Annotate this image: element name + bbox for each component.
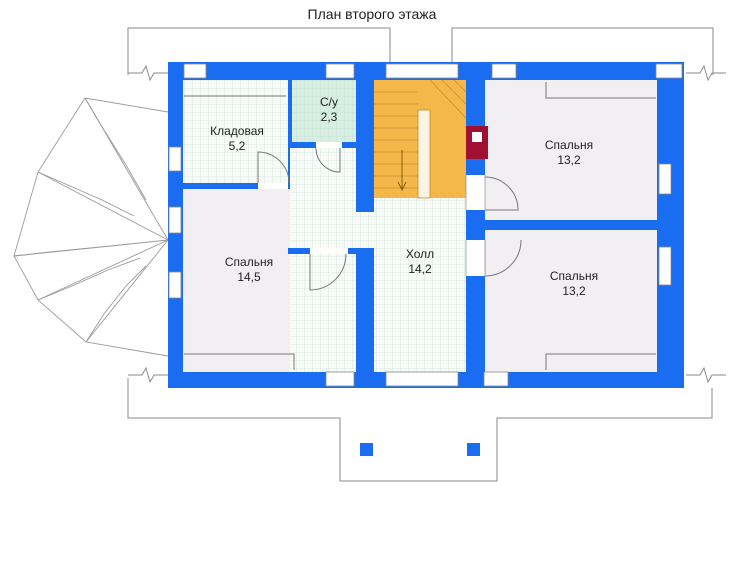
room-bedroom-top-right bbox=[485, 80, 657, 220]
room-storage-area: 5,2 bbox=[229, 139, 246, 153]
window-bottom-right bbox=[483, 371, 509, 387]
room-bedroom-bottom-right-area: 13,2 bbox=[562, 284, 586, 298]
window-top-stairs bbox=[385, 63, 459, 79]
sills bbox=[184, 82, 656, 370]
room-storage bbox=[183, 80, 288, 183]
bay-window-roof bbox=[13, 97, 169, 357]
door-bedroom-left bbox=[309, 253, 347, 291]
window-bottom-hall bbox=[385, 371, 459, 387]
room-bedroom-left-area: 14,5 bbox=[237, 270, 261, 284]
windows bbox=[168, 63, 683, 387]
door-bedroom-top-right bbox=[484, 176, 519, 211]
window-left-bay-1 bbox=[168, 206, 182, 234]
room-bedroom-top-right-name: Спальня bbox=[545, 138, 593, 152]
room-hall-name: Холл bbox=[406, 247, 434, 261]
room-hall-area: 14,2 bbox=[408, 262, 432, 276]
room-bedroom-bottom-right bbox=[485, 230, 657, 372]
room-wc bbox=[290, 80, 356, 142]
room-bedroom-left-name: Спальня bbox=[225, 255, 273, 269]
door-bedroom-bottom-right bbox=[484, 239, 522, 277]
window-left-bay-2 bbox=[168, 271, 182, 299]
terrace-post-left bbox=[360, 443, 373, 456]
window-top-wc bbox=[325, 63, 355, 79]
window-bottom-left bbox=[325, 371, 355, 387]
window-left-storage bbox=[168, 146, 182, 172]
roof-outline bbox=[127, 27, 726, 482]
door-openings bbox=[258, 142, 485, 276]
staircase bbox=[374, 79, 467, 199]
room-wc-area: 2,3 bbox=[321, 110, 338, 124]
room-storage-name: Кладовая bbox=[210, 124, 264, 138]
room-bedroom-bottom-right-name: Спальня bbox=[550, 269, 598, 283]
door-storage bbox=[257, 151, 290, 184]
room-wc-name: С/у bbox=[320, 95, 338, 109]
window-right-2 bbox=[658, 246, 672, 286]
window-top-left bbox=[183, 63, 207, 79]
terrace-post-right bbox=[467, 443, 480, 456]
window-top-right bbox=[491, 63, 517, 79]
plan-title: План второго этажа bbox=[308, 6, 437, 22]
chimney bbox=[466, 126, 488, 159]
room-bedroom-top-right-area: 13,2 bbox=[557, 153, 581, 167]
window-right-1 bbox=[658, 163, 672, 195]
window-top-right-far bbox=[655, 63, 683, 79]
